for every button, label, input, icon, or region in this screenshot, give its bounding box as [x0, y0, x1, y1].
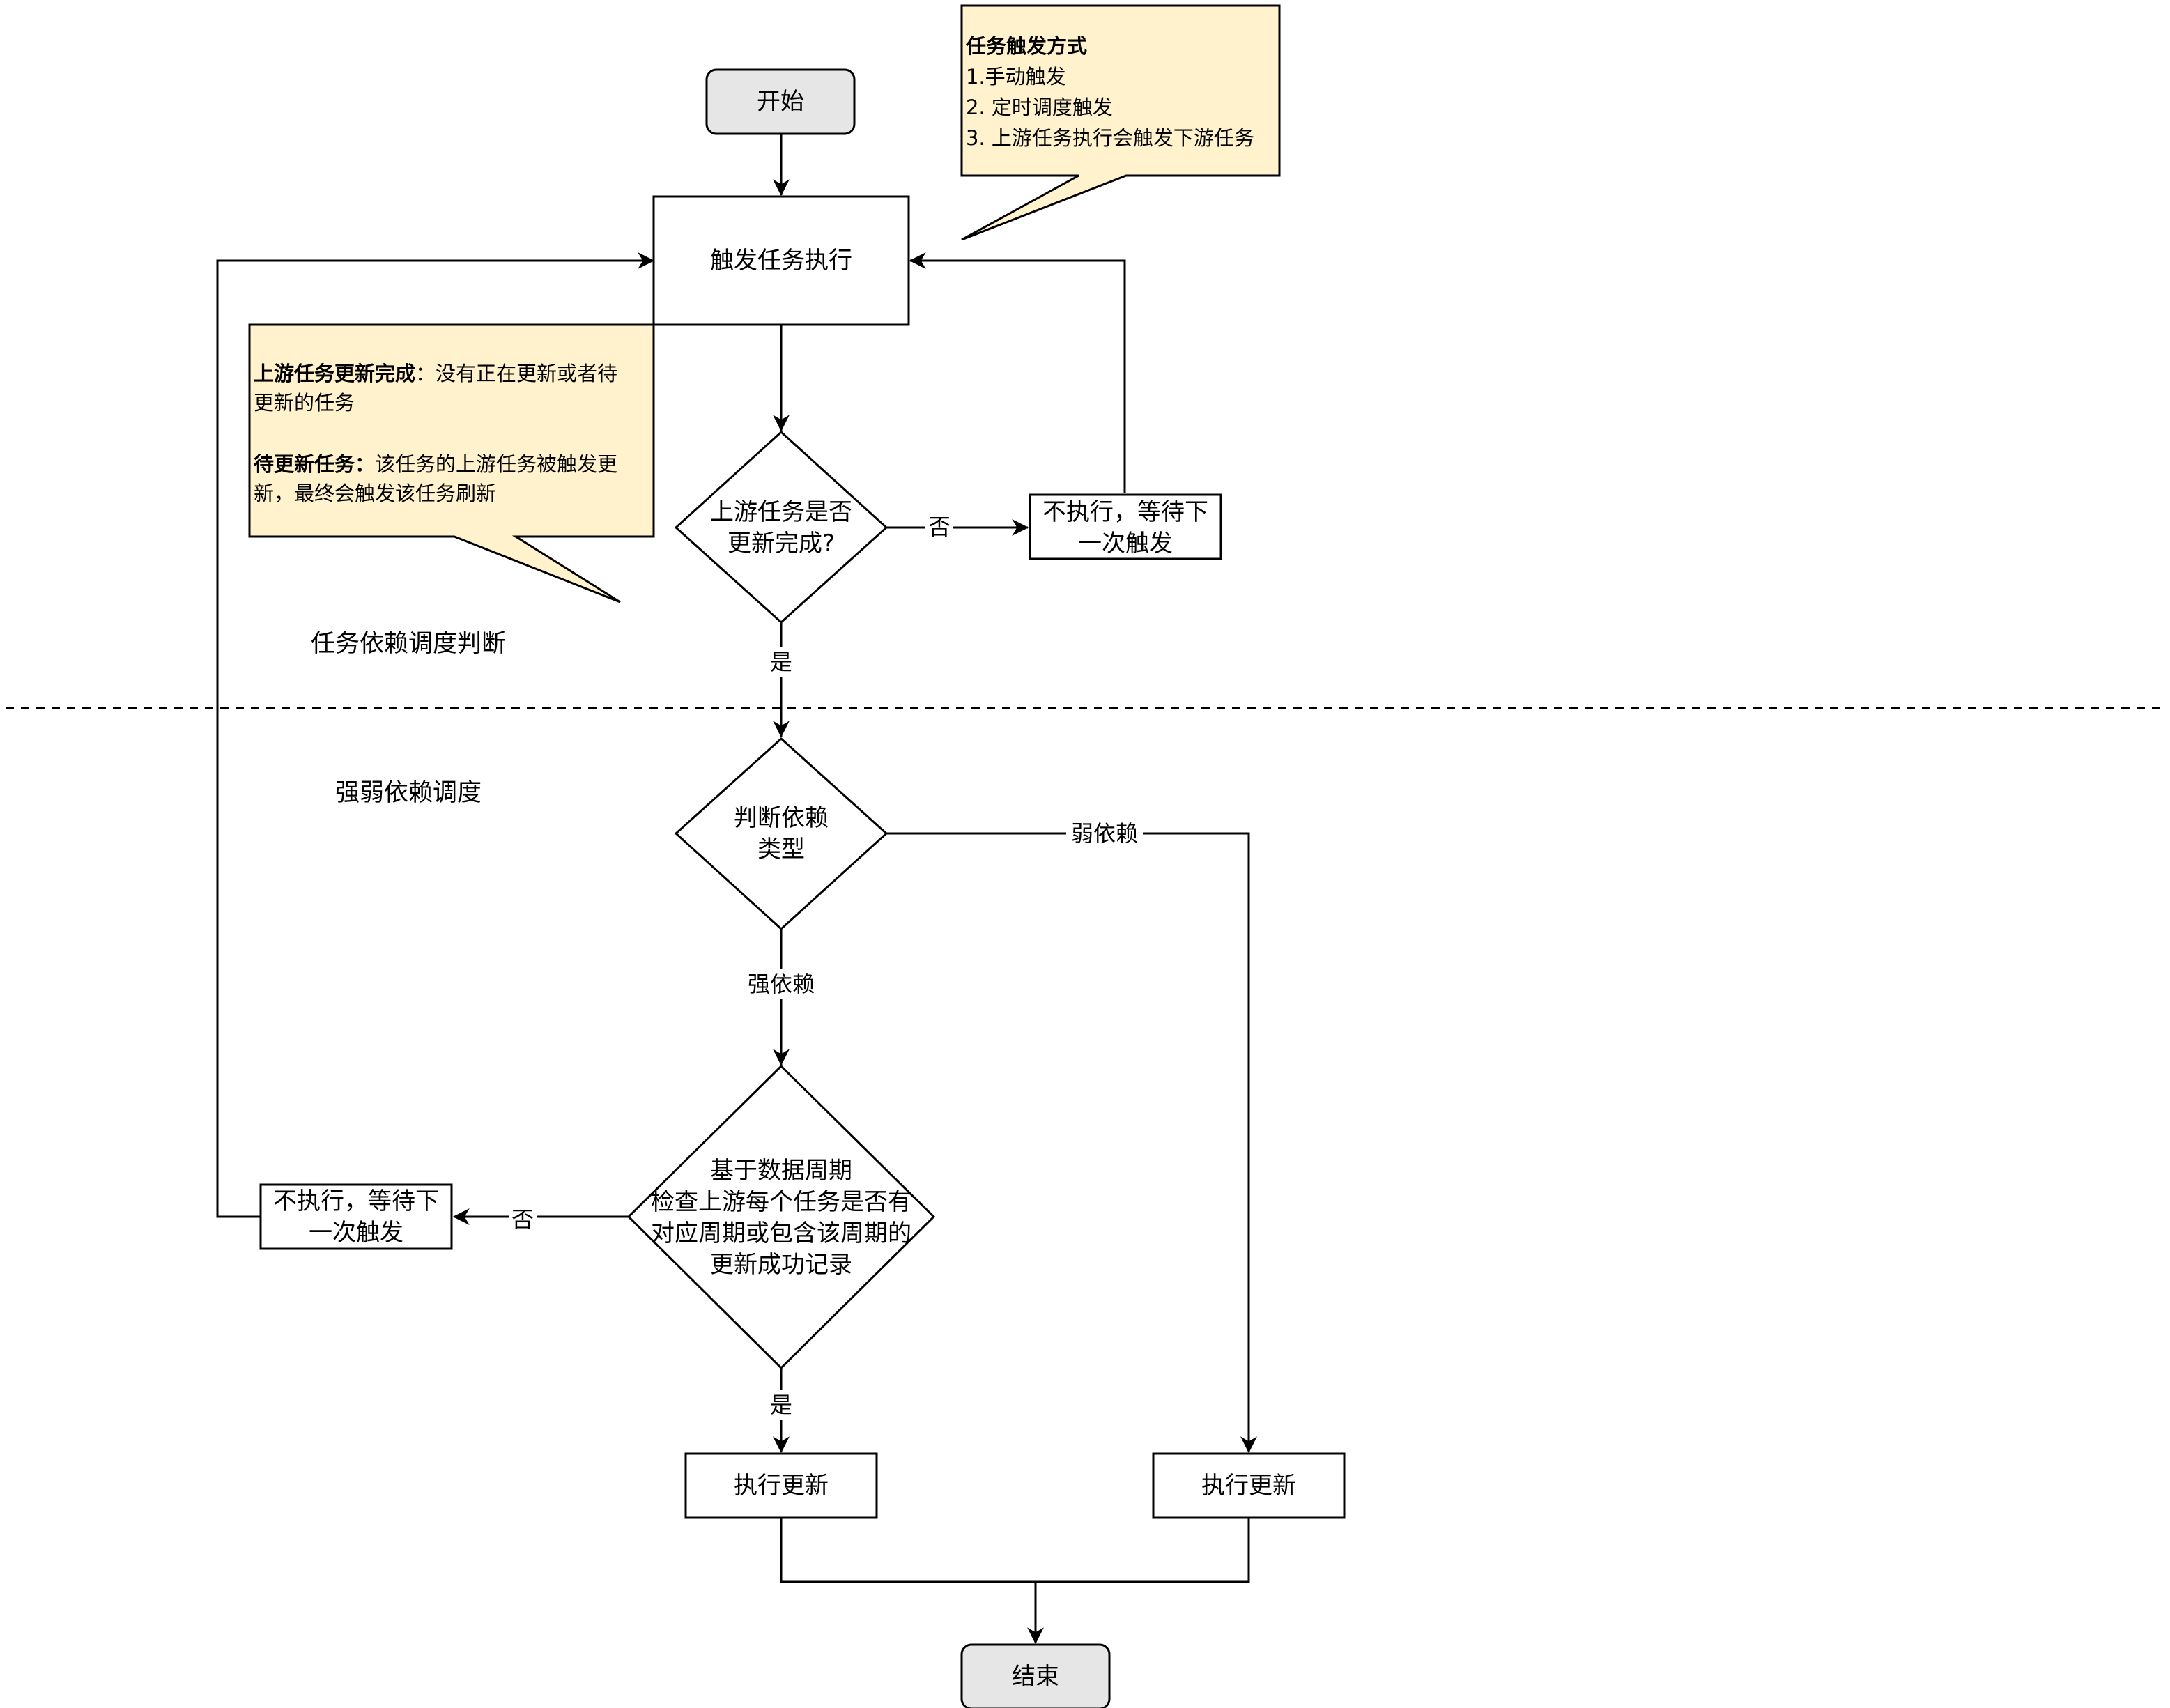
node-wait-top-line-1: 不执行，等待下 — [1042, 498, 1208, 526]
note-definitions-line-1: 上游任务更新完成：没有正在更新或者待 — [254, 362, 617, 385]
edge-label-no-bottom: 否 — [511, 1206, 534, 1233]
edge-labels: 否 是 弱依赖 强依赖 否 是 — [509, 511, 1143, 1420]
node-wait-bottom[interactable]: 不执行，等待下 一次触发 — [259, 1183, 453, 1250]
section-label-bottom: 强弱依赖调度 — [335, 779, 482, 807]
note-term2-text: 该任务的上游任务被触发更 — [375, 452, 617, 476]
node-period-check-line-1: 基于数据周期 — [710, 1157, 852, 1185]
node-end-label: 结束 — [1012, 1663, 1059, 1691]
note-definitions-line-3: 待更新任务：该任务的上游任务被触发更 — [254, 452, 617, 476]
note-definitions: 上游任务更新完成：没有正在更新或者待 更新的任务 待更新任务：该任务的上游任务被… — [248, 323, 655, 603]
note-term1-text: ：没有正在更新或者待 — [415, 362, 617, 385]
node-wait-top-line-2: 一次触发 — [1078, 530, 1173, 557]
edge-label-yes-top: 是 — [770, 649, 792, 675]
note-definitions-line-2: 更新的任务 — [254, 391, 355, 415]
node-execute-update-left[interactable]: 执行更新 — [684, 1452, 878, 1519]
note-term2-bold: 待更新任务： — [254, 452, 375, 476]
note-trigger-modes: 任务触发方式 1.手动触发 2. 定时调度触发 3. 上游任务执行会触发下游任务 — [960, 4, 1281, 241]
edge-wait-bottom-loop — [216, 252, 655, 1218]
node-execute-update-right-label: 执行更新 — [1201, 1472, 1296, 1500]
node-wait-bottom-line-2: 一次触发 — [309, 1219, 403, 1247]
node-period-check-line-4: 更新成功记录 — [710, 1251, 852, 1279]
node-end[interactable]: 结束 — [960, 1643, 1111, 1708]
edge-label-yes-bottom: 是 — [770, 1392, 792, 1418]
edge-label-strong: 强依赖 — [748, 971, 815, 997]
node-upstream-check-line-2: 更新完成? — [728, 530, 835, 557]
note-trigger-modes-line-3: 3. 上游任务执行会触发下游任务 — [966, 126, 1254, 150]
node-period-check[interactable]: 基于数据周期 检查上游每个任务是否有 对应周期或包含该周期的 更新成功记录 — [626, 1064, 936, 1370]
note-definitions-line-4: 新，最终会触发该任务刷新 — [254, 482, 496, 505]
node-dependency-type-line-1: 判断依赖 — [734, 804, 829, 832]
edge-exec-left-merge — [780, 1518, 1250, 1583]
node-period-check-line-2: 检查上游每个任务是否有 — [651, 1188, 911, 1216]
edge-wait-top-loop — [909, 252, 1126, 493]
note-term1-bold: 上游任务更新完成 — [254, 362, 415, 385]
node-execute-update-right[interactable]: 执行更新 — [1152, 1452, 1346, 1519]
node-trigger-task-label: 触发任务执行 — [710, 247, 852, 275]
note-trigger-modes-line-2: 2. 定时调度触发 — [966, 95, 1113, 119]
node-dependency-type[interactable]: 判断依赖 类型 — [674, 737, 888, 931]
edge-label-no-top: 否 — [928, 514, 951, 540]
node-start-label: 开始 — [757, 88, 804, 116]
note-trigger-modes-line-1: 1.手动触发 — [966, 65, 1066, 89]
note-trigger-modes-title: 任务触发方式 — [965, 34, 1087, 58]
node-execute-update-left-label: 执行更新 — [734, 1472, 829, 1500]
node-period-check-line-3: 对应周期或包含该周期的 — [651, 1220, 911, 1247]
node-start[interactable]: 开始 — [705, 68, 856, 135]
node-upstream-check-line-1: 上游任务是否 — [710, 498, 852, 526]
node-upstream-check[interactable]: 上游任务是否 更新完成? — [674, 430, 888, 624]
edge-dep-type-weak — [886, 832, 1257, 1454]
node-wait-top[interactable]: 不执行，等待下 一次触发 — [1029, 493, 1222, 560]
node-wait-bottom-line-1: 不执行，等待下 — [273, 1187, 439, 1215]
node-trigger-task[interactable]: 触发任务执行 — [652, 195, 910, 326]
section-label-top: 任务依赖调度判断 — [311, 630, 506, 658]
edge-label-weak: 弱依赖 — [1071, 820, 1138, 847]
node-dependency-type-line-2: 类型 — [757, 836, 805, 863]
